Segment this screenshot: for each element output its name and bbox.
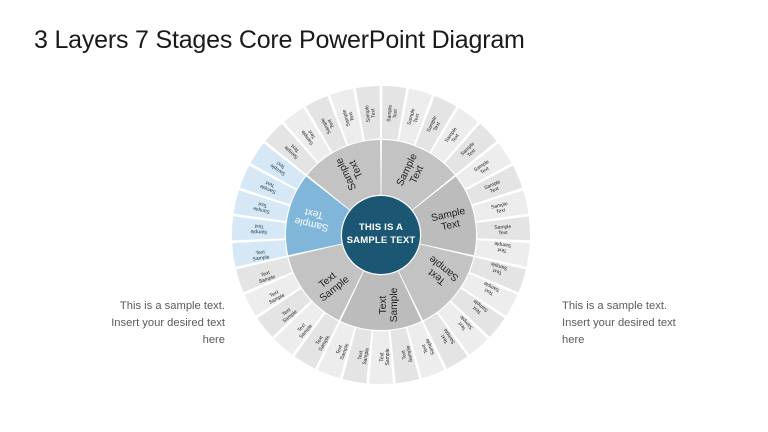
outer-ring-segment[interactable]	[466, 165, 523, 205]
outer-ring-segment[interactable]	[369, 330, 393, 384]
outer-ring-segment[interactable]	[342, 327, 372, 384]
annotation-left: This is a sample text. Insert your desir…	[111, 300, 225, 347]
outer-ring-segment[interactable]	[317, 322, 355, 379]
outer-ring-segment[interactable]	[236, 257, 293, 293]
outer-ring-segment[interactable]	[232, 240, 288, 267]
outer-segment-label: SampleText	[341, 107, 357, 127]
middle-ring: SampleTextSampleTextTextSampleTextSample…	[286, 140, 476, 330]
outer-segment-label: TextSample	[252, 249, 271, 263]
outer-ring-segment[interactable]	[390, 327, 420, 384]
outer-segment-label: SampleText	[252, 199, 271, 214]
outer-segment-label: SampleText	[364, 104, 377, 122]
middle-ring-segment[interactable]	[307, 140, 381, 210]
annotation-right: This is a sample text. Insert your desir…	[562, 300, 676, 347]
middle-ring-segment[interactable]	[398, 244, 474, 321]
outer-segment-label: SampleText	[250, 223, 268, 235]
page-title: 3 Layers 7 Stages Core PowerPoint Diagra…	[34, 26, 525, 54]
outer-ring-segment[interactable]	[284, 107, 331, 162]
outer-ring-segment[interactable]	[294, 313, 339, 369]
outer-ring-segment[interactable]	[239, 165, 296, 205]
outer-ring-segment[interactable]	[431, 107, 478, 162]
outer-ring-segment[interactable]	[461, 273, 518, 316]
center-core[interactable]	[342, 196, 420, 274]
outer-segment-label: TextSample	[488, 260, 508, 276]
outer-ring-segment[interactable]	[305, 96, 347, 152]
outer-ring-segment[interactable]	[451, 288, 505, 337]
outer-ring-segment[interactable]	[244, 273, 301, 316]
outer-segment-label: TextSample	[256, 269, 276, 285]
outer-segment-label: TextSample	[380, 348, 392, 365]
outer-ring-segment[interactable]	[257, 288, 311, 337]
outer-ring-segment[interactable]	[456, 143, 512, 189]
middle-ring-segment[interactable]	[381, 140, 455, 210]
outer-ring-segment[interactable]	[250, 143, 306, 189]
outer-segment-label: TextSample	[420, 337, 437, 357]
outer-ring-segment[interactable]	[329, 88, 363, 145]
outer-segment-label: TextSample	[356, 346, 370, 365]
outer-segment-label: SampleText	[491, 201, 510, 216]
outer-ring-segment[interactable]	[233, 190, 290, 222]
outer-ring-segment[interactable]	[469, 257, 526, 293]
middle-ring-segment[interactable]	[340, 271, 422, 330]
outer-ring-segment[interactable]	[476, 216, 530, 241]
outer-ring-segment[interactable]	[399, 88, 433, 145]
outer-ring-segment[interactable]	[472, 190, 529, 222]
outer-ring-segment[interactable]	[381, 86, 407, 141]
outer-ring-segment[interactable]	[438, 302, 488, 355]
middle-segment-label: TextSample	[378, 287, 400, 322]
outer-ring-segment[interactable]	[407, 322, 445, 379]
outer-ring-segment[interactable]	[274, 302, 324, 355]
outer-ring-segment[interactable]	[355, 86, 381, 141]
outer-ring-segment[interactable]	[444, 123, 497, 175]
outer-segment-label: SampleText	[386, 104, 399, 122]
middle-ring-segment[interactable]	[288, 244, 364, 321]
outer-ring-segment[interactable]	[265, 123, 318, 175]
outer-ring-segment[interactable]	[415, 96, 457, 152]
center-circle[interactable]	[342, 196, 420, 274]
outer-ring-segment[interactable]	[232, 216, 286, 241]
outer-ring-segment[interactable]	[423, 313, 468, 369]
outer-segment-label: SampleText	[406, 108, 422, 128]
outer-segment-label: SampleText	[494, 224, 512, 236]
middle-ring-segment[interactable]	[412, 176, 476, 256]
outer-segment-label: TextSample	[334, 341, 351, 361]
middle-ring-segment[interactable]	[286, 176, 350, 256]
outer-segment-label: TextSample	[493, 240, 512, 254]
outer-ring-segment[interactable]	[474, 240, 530, 267]
outer-segment-label: TextSample	[400, 345, 414, 364]
